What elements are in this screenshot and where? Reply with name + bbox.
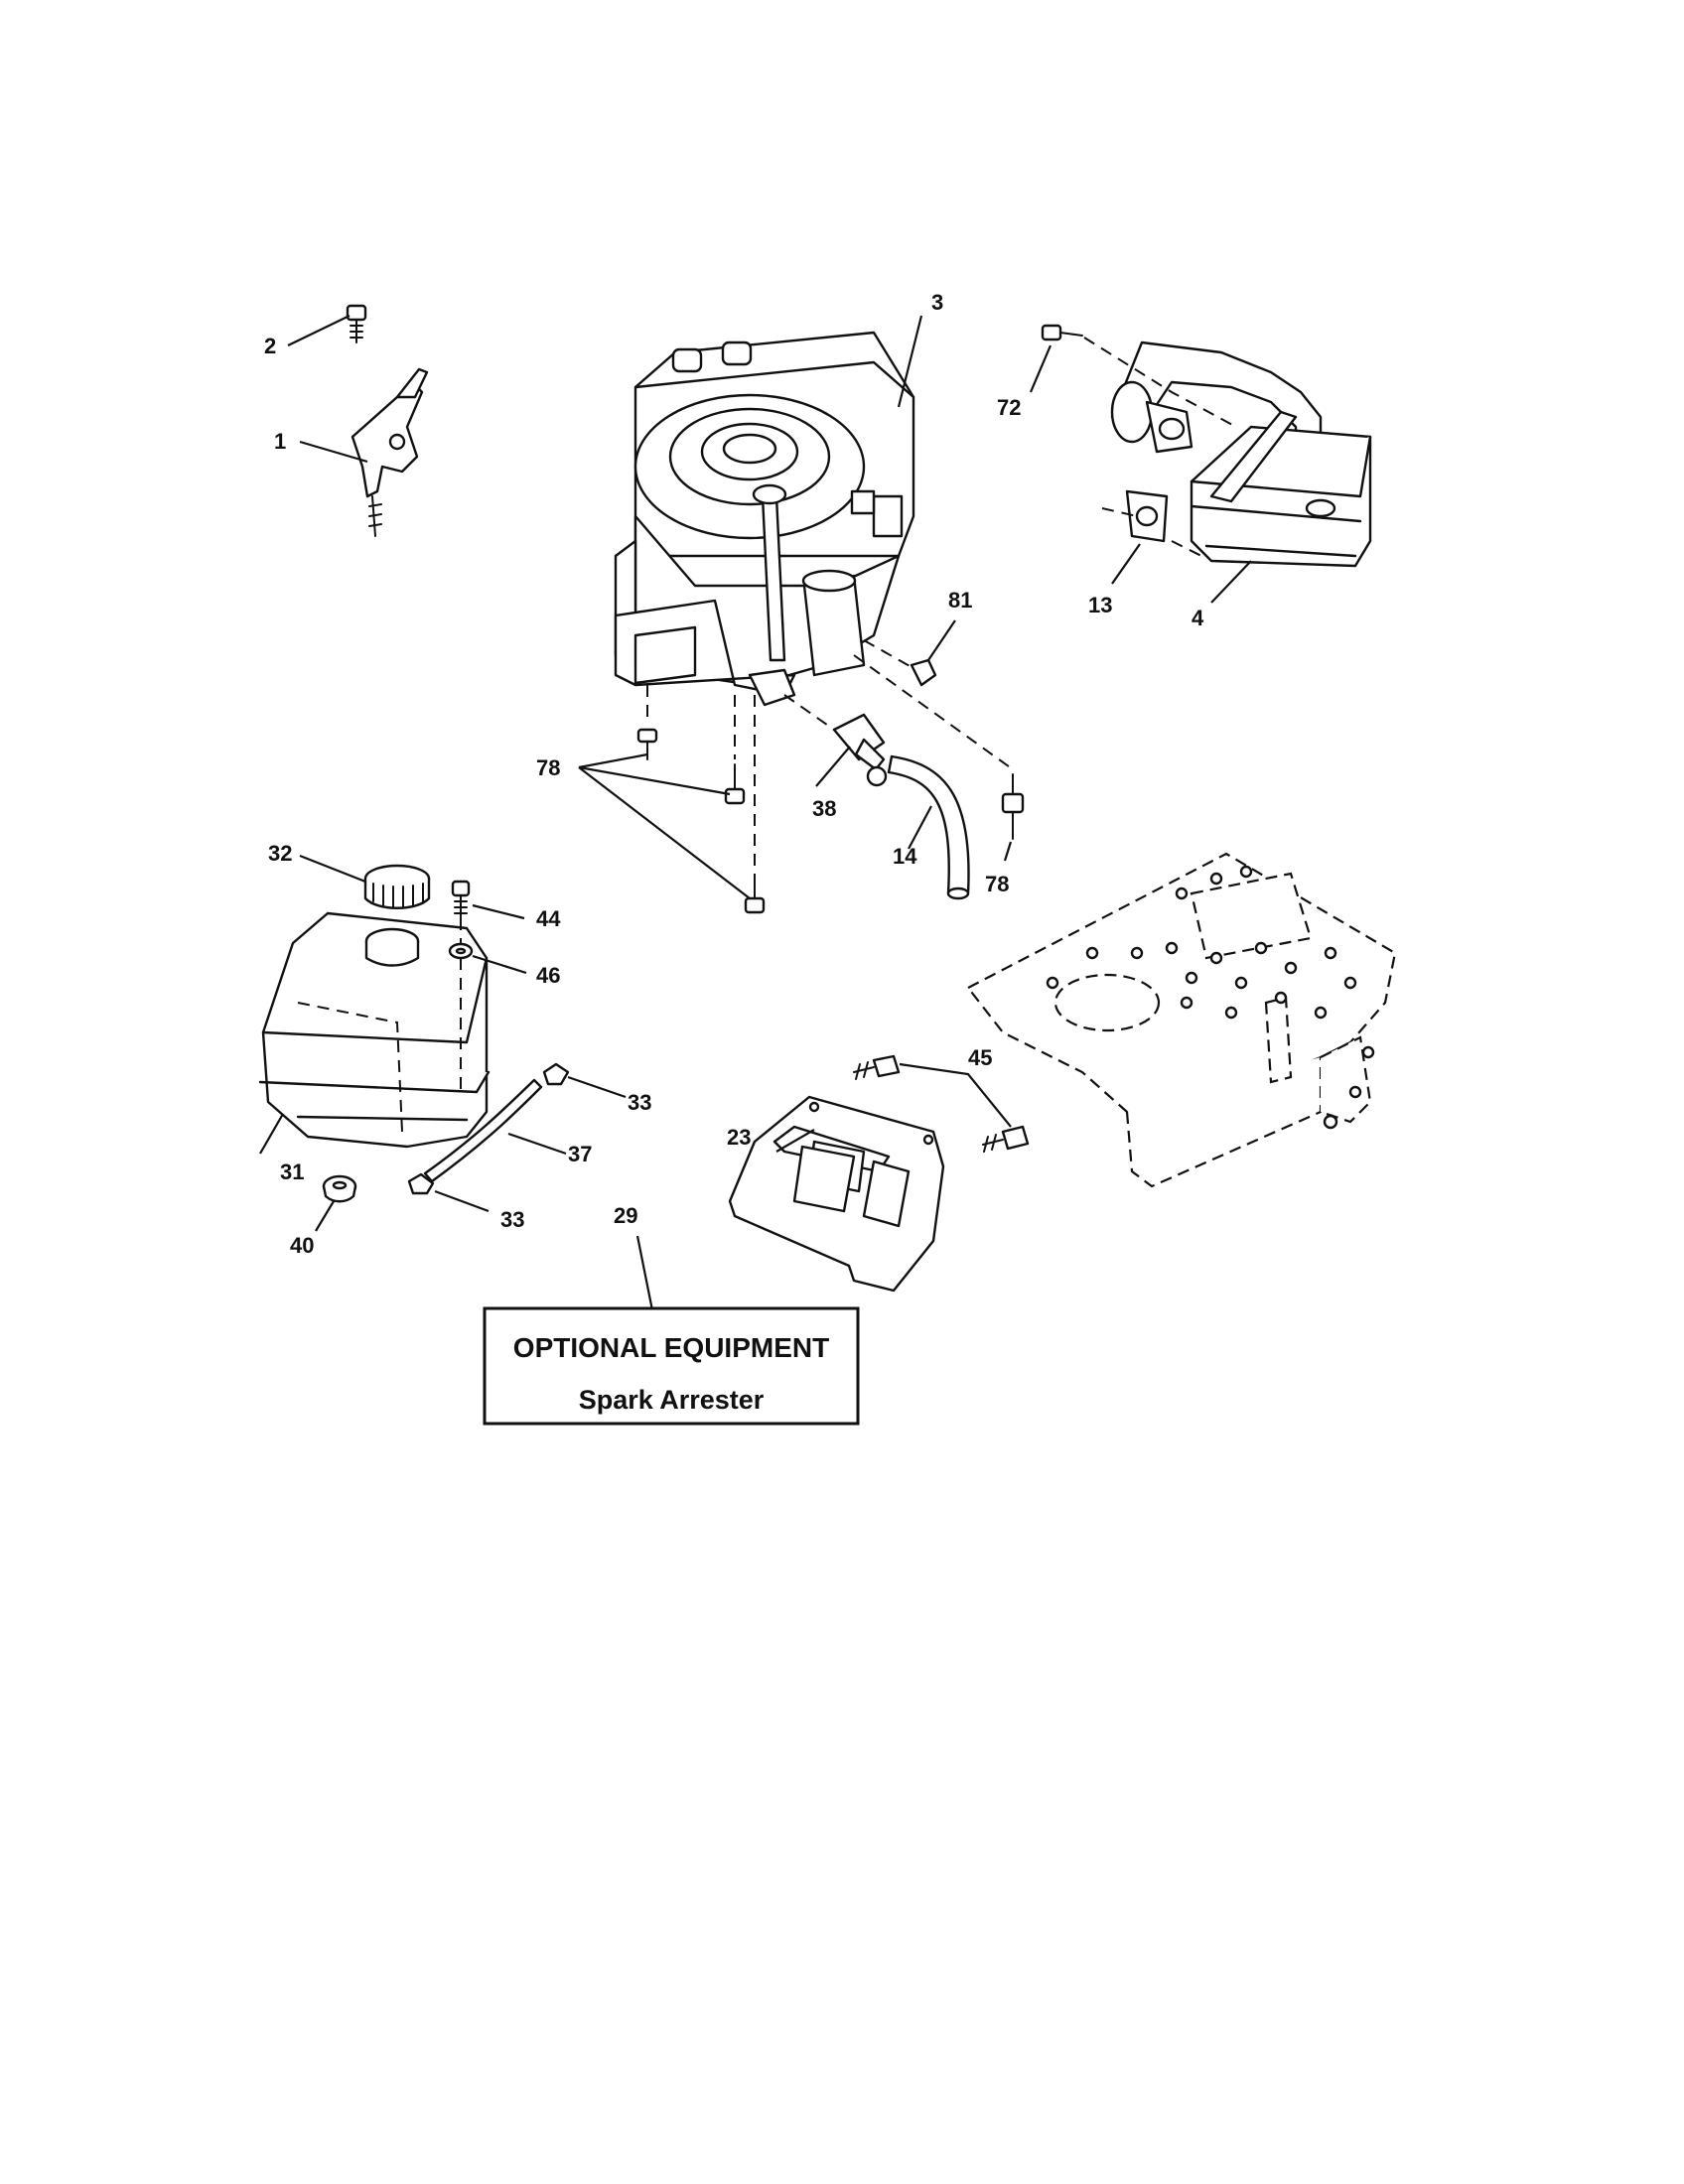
callout-14: 14 <box>893 844 917 869</box>
callout-3: 3 <box>931 290 943 315</box>
callout-2: 2 <box>264 334 276 358</box>
callout-78-a: 78 <box>536 755 560 780</box>
callout-78-b: 78 <box>985 872 1009 896</box>
callout-32: 32 <box>268 841 292 866</box>
heat-shield <box>728 1095 945 1293</box>
callout-31: 31 <box>280 1160 304 1184</box>
callout-23: 23 <box>727 1125 751 1150</box>
fuel-cap <box>363 864 431 909</box>
muffler-gasket <box>1125 489 1169 543</box>
callout-33-a: 33 <box>628 1090 651 1115</box>
shield-screw-upper <box>853 1054 901 1080</box>
optional-equipment-subtitle: Spark Arrester <box>579 1385 765 1415</box>
callout-37: 37 <box>568 1142 592 1166</box>
fuel-line-clamp-upper <box>542 1062 570 1086</box>
callout-81: 81 <box>948 588 972 613</box>
callout-45: 45 <box>968 1045 992 1070</box>
callout-40: 40 <box>290 1233 314 1258</box>
fuel-tank-washer <box>448 942 474 960</box>
fuel-line <box>423 1078 543 1183</box>
callout-29: 29 <box>614 1203 637 1228</box>
tractor-frame <box>966 852 1397 1188</box>
engine <box>614 331 915 707</box>
callout-38: 38 <box>812 796 836 821</box>
engine-bolt-1 <box>636 685 658 760</box>
oil-drain-valve <box>832 713 888 787</box>
shield-screw-lower <box>982 1125 1030 1153</box>
fuel-tank-neck <box>364 927 420 967</box>
optional-equipment-title: OPTIONAL EQUIPMENT <box>513 1332 829 1363</box>
muffler <box>1190 410 1372 568</box>
callout-1: 1 <box>274 429 286 454</box>
callout-72: 72 <box>997 395 1021 420</box>
callout-44: 44 <box>536 906 561 931</box>
engine-bolt-2 <box>724 695 746 805</box>
optional-equipment-box: OPTIONAL EQUIPMENT Spark Arrester <box>483 1306 860 1426</box>
callout-46: 46 <box>536 963 560 988</box>
engine-bolt-4 <box>853 654 1025 840</box>
throttle-bracket <box>351 367 429 537</box>
fuel-tank <box>258 911 491 1149</box>
callout-13: 13 <box>1088 593 1112 617</box>
throttle-screw <box>346 304 367 343</box>
exhaust-gasket-upper <box>1145 400 1193 454</box>
engine-nut <box>910 658 937 687</box>
oil-drain-hose <box>887 754 970 900</box>
engine-bolt-3 <box>744 695 766 914</box>
callout-33-b: 33 <box>500 1207 524 1232</box>
fuel-line-clamp-lower <box>407 1172 435 1195</box>
callout-4: 4 <box>1192 606 1204 630</box>
fuel-tank-grommet <box>322 1174 357 1203</box>
muffler-screw <box>1041 324 1083 341</box>
